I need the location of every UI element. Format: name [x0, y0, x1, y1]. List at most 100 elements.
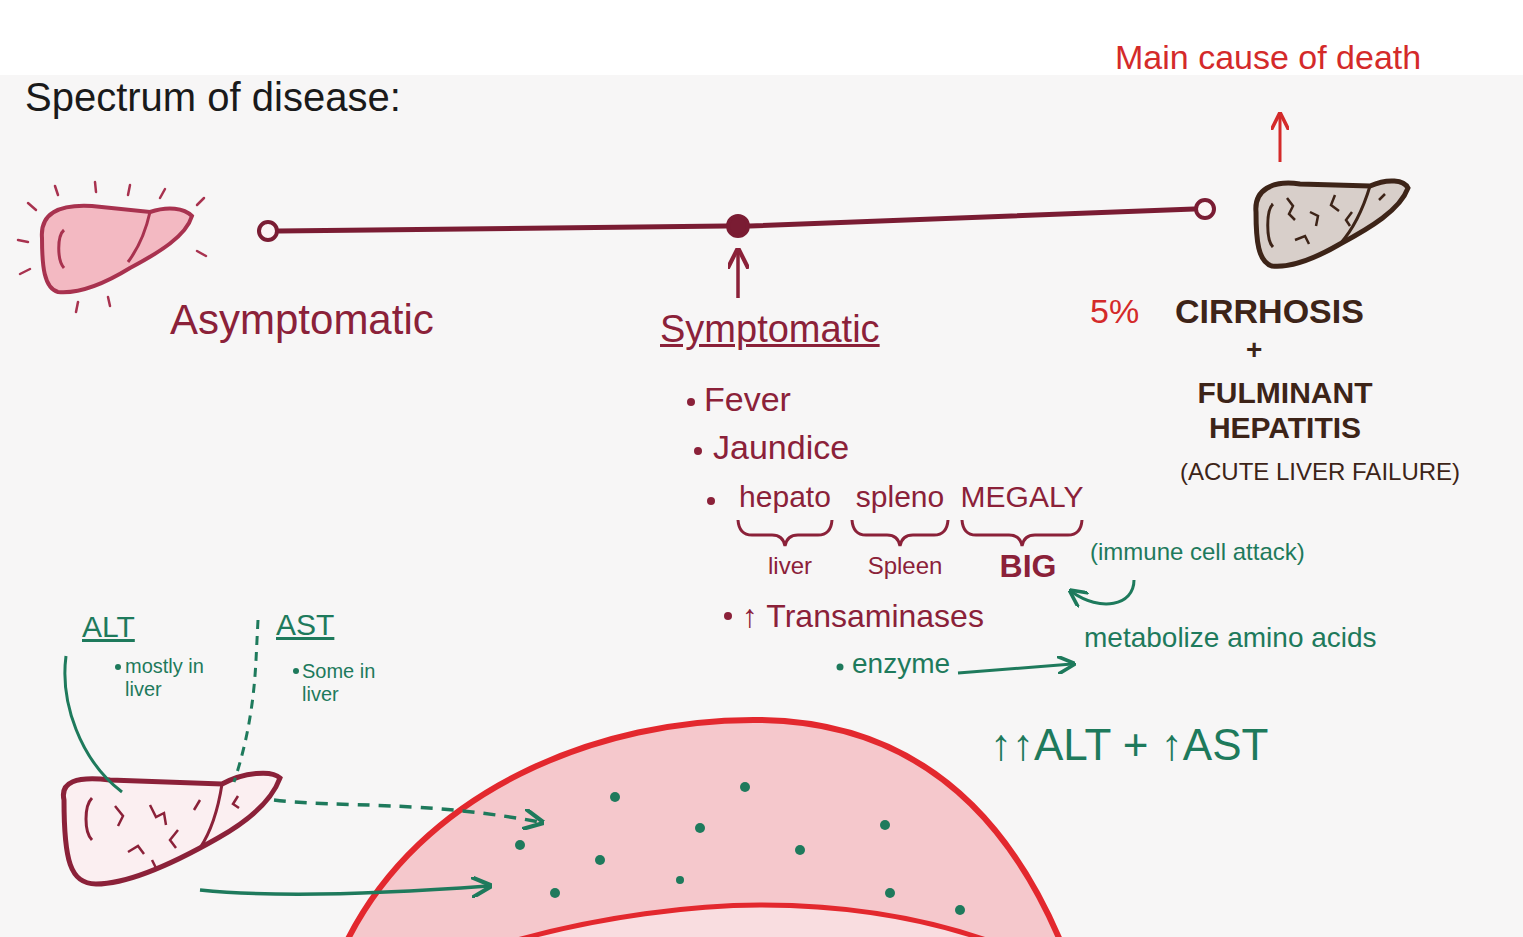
healthy-liver: [95, 182, 96, 192]
blood-vessel: [676, 876, 684, 884]
cirrhotic-liver: [1340, 186, 1370, 244]
release-arrow: [200, 886, 488, 894]
bullet: [694, 447, 702, 455]
timeline-point: Symptomatic: [726, 214, 750, 238]
healthy-liver: [55, 186, 58, 195]
symptom-item: Fever: [704, 380, 791, 419]
bullet: [687, 398, 695, 406]
point-outline: [257, 220, 279, 242]
point-outline: [726, 214, 750, 238]
cirrhotic-liver: [1331, 195, 1339, 211]
healthy-liver: [18, 182, 206, 312]
stage-note: (ACUTE LIVER FAILURE): [1180, 458, 1460, 486]
damaged-liver: [115, 796, 239, 868]
lab-finding: ↑↑ALT + ↑AST: [990, 720, 1268, 771]
note: metabolize amino acids: [1084, 622, 1377, 654]
word-meaning: Spleen: [868, 552, 943, 580]
cirrhotic-liver: [1310, 212, 1318, 226]
bullet: [724, 612, 732, 620]
symptom-item: Jaundice: [713, 428, 849, 467]
blood-vessel: [740, 782, 750, 792]
cirrhotic-liver: [1256, 181, 1408, 266]
timeline-point: 5%CIRRHOSIS+FULMINANT HEPATITIS(ACUTE LI…: [1194, 198, 1216, 220]
blood-vessel: [610, 792, 620, 802]
healthy-liver: [128, 185, 130, 195]
timeline-segment: [750, 209, 1194, 226]
bracket: [738, 520, 832, 546]
blood-vessel: [345, 720, 1062, 937]
pointer-arrow: [958, 664, 1072, 673]
annotation: Main cause of death: [1115, 38, 1421, 77]
damaged-liver: [128, 846, 144, 854]
note: (immune cell attack): [1090, 538, 1305, 566]
release-arrow: [274, 800, 540, 822]
pointer-arrow: [1072, 580, 1134, 604]
note: mostly in liver: [125, 655, 220, 701]
point-circle: [728, 216, 748, 236]
blood-vessel: [795, 845, 805, 855]
timeline-point: Asymptomatic: [257, 220, 279, 242]
damaged-liver: [200, 784, 222, 848]
healthy-liver: [197, 198, 204, 205]
blood-vessel: [515, 840, 525, 850]
bullet: [115, 664, 844, 675]
damaged-liver: [170, 830, 178, 848]
pointer-arrow: [1279, 116, 1282, 162]
bullet: [115, 664, 121, 670]
title: Spectrum of disease:: [25, 74, 401, 120]
cirrhotic-liver: [1287, 194, 1385, 244]
stage-label: CIRRHOSIS: [1175, 292, 1364, 331]
blood-vessel: [345, 720, 1062, 937]
healthy-liver: [76, 302, 78, 312]
damaged-liver: [86, 798, 92, 840]
damaged-liver: [233, 796, 239, 808]
word-meaning: liver: [768, 552, 812, 580]
healthy-liver: [160, 189, 165, 198]
healthy-liver: [197, 251, 206, 256]
blood-vessel: [345, 720, 1062, 937]
cirrhotic-liver: [1346, 212, 1352, 226]
healthy-liver: [42, 206, 192, 293]
cirrhotic-liver: [1295, 236, 1309, 244]
percentage: 5%: [1090, 292, 1139, 331]
blood-vessel: [500, 905, 1000, 937]
damaged-liver: [152, 860, 156, 868]
healthy-liver: [108, 297, 110, 306]
blood-vessel: [515, 782, 965, 915]
blood-vessel: [550, 888, 560, 898]
symptom-item: ↑ Transaminases: [742, 598, 984, 635]
point-circle: [1196, 200, 1214, 218]
healthy-liver: [59, 230, 64, 268]
cirrhotic-liver: [1287, 198, 1295, 220]
point-circle: [259, 222, 277, 240]
word-part: MEGALY: [961, 480, 1084, 515]
timeline-segment: [279, 226, 726, 231]
enzyme-name: AST: [276, 608, 334, 643]
blood-vessel: [500, 905, 1000, 937]
word-part: spleno: [856, 480, 944, 515]
bullet: [293, 668, 299, 674]
healthy-liver: [128, 212, 150, 262]
bracket: [962, 520, 1082, 546]
damaged-liver: [194, 800, 200, 810]
damaged-liver: [150, 805, 166, 825]
leader-line: [234, 620, 258, 782]
damaged-liver: [115, 806, 123, 826]
damaged-liver: [63, 773, 280, 884]
blood-vessel: [885, 888, 895, 898]
cirrhotic-liver: [1256, 181, 1408, 266]
bullet: [837, 664, 844, 671]
cirrhotic-liver: [1379, 194, 1385, 200]
leader-line: [65, 656, 122, 792]
cirrhotic-liver: [1268, 204, 1273, 247]
healthy-liver: [28, 203, 36, 210]
stage-label: FULMINANT HEPATITIS: [1165, 376, 1405, 445]
bracket: [852, 520, 948, 546]
stage-label: Asymptomatic: [170, 296, 434, 344]
healthy-liver: [18, 240, 28, 242]
blood-vessel: [880, 820, 890, 830]
bracket: [738, 520, 1082, 546]
note: enzyme: [852, 648, 950, 680]
word-meaning: BIG: [1000, 548, 1057, 585]
